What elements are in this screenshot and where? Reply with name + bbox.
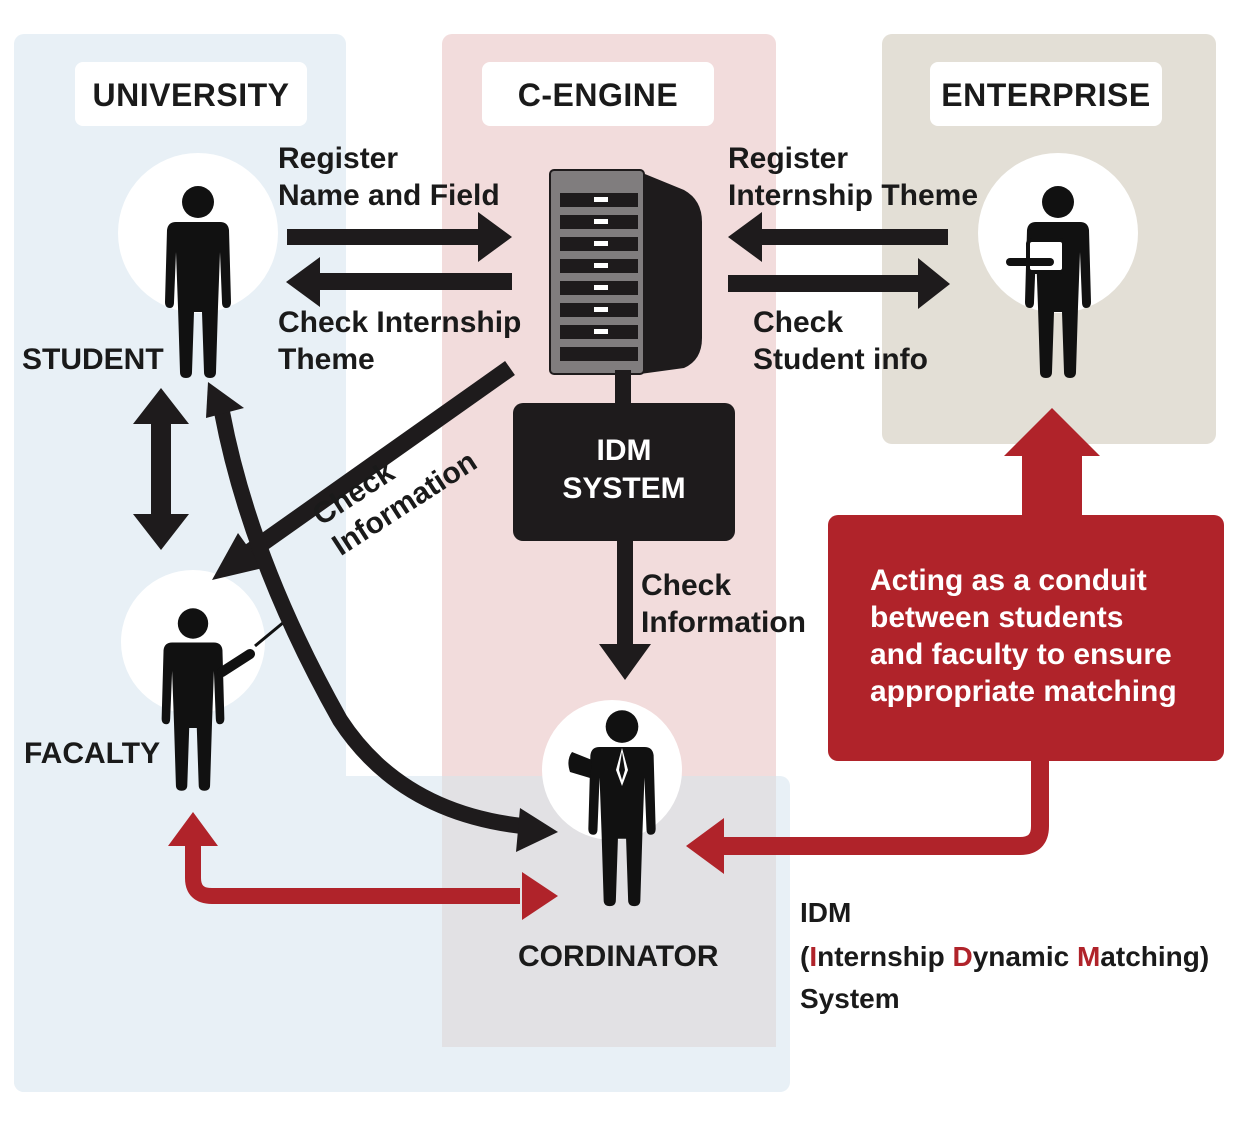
- legend-line3: System: [800, 983, 900, 1014]
- arrow-coordinator-student: [206, 382, 558, 852]
- university-header: [75, 62, 307, 126]
- enterprise-header: [930, 62, 1162, 126]
- legend-line1: IDM: [800, 897, 851, 928]
- legend-letter-m: M: [1077, 941, 1100, 972]
- arrow-enterprise-register: [728, 212, 948, 262]
- faculty-circle: [121, 570, 265, 714]
- enterprise-register-line1: Register: [728, 142, 848, 175]
- student-register-line1: Register: [278, 142, 398, 175]
- tablet-icon: [1006, 238, 1066, 274]
- arrow-idm-to-coordinator: [599, 541, 651, 680]
- idm-box-line2: SYSTEM: [562, 472, 685, 505]
- legend-letter-d: D: [952, 941, 972, 972]
- conduit-note-line1: Acting as a conduit: [870, 564, 1147, 597]
- c-engine-title: C-ENGINE: [518, 77, 678, 113]
- c-engine-header: [482, 62, 714, 126]
- coordinator-label: CORDINATOR: [518, 940, 719, 973]
- conduit-note-box: [828, 515, 1224, 761]
- student-label: STUDENT: [22, 343, 164, 376]
- arrow-faculty-coordinator: [168, 812, 558, 920]
- enterprise-check-line1: Check: [753, 306, 843, 339]
- enterprise-register-line2: Internship Theme: [728, 179, 978, 212]
- conduit-note-line3: and faculty to ensure: [870, 638, 1172, 671]
- student-check-line1: Check Internship: [278, 306, 521, 339]
- legend-letter-i: I: [809, 941, 817, 972]
- server-icon: [549, 169, 702, 375]
- enterprise-title: ENTERPRISE: [941, 77, 1150, 113]
- necktie-icon: [568, 748, 628, 786]
- idm-box-line1: IDM: [597, 434, 652, 467]
- coordinator-check-line1: Check: [641, 569, 731, 602]
- arrow-student-register: [287, 212, 512, 262]
- university-title: UNIVERSITY: [92, 77, 289, 113]
- red-arrow-to-coordinator: [720, 760, 1049, 855]
- faculty-label: FACALTY: [24, 737, 160, 770]
- arrow-student-check: [286, 257, 512, 307]
- arrow-server-to-faculty: [212, 361, 515, 580]
- legend-line2: (Internship Dynamic Matching): [800, 941, 1209, 972]
- idm-system-box: [513, 403, 735, 541]
- server-connector: [615, 370, 631, 406]
- red-arrowhead-coordinator: [686, 818, 724, 874]
- arrow-enterprise-check: [728, 258, 950, 309]
- student-register-line2: Name and Field: [278, 179, 500, 212]
- conduit-note-line2: between students: [870, 601, 1123, 634]
- conduit-note-line4: appropriate matching: [870, 675, 1177, 708]
- enterprise-check-line2: Student info: [753, 343, 928, 376]
- arrow-student-faculty: [133, 388, 189, 550]
- coordinator-check-line2: Information: [641, 606, 806, 639]
- pointer-stick-icon: [217, 620, 285, 677]
- student-check-line2: Theme: [278, 343, 375, 376]
- red-arrow-to-enterprise: [1004, 408, 1100, 520]
- dark-arrows: [133, 212, 950, 680]
